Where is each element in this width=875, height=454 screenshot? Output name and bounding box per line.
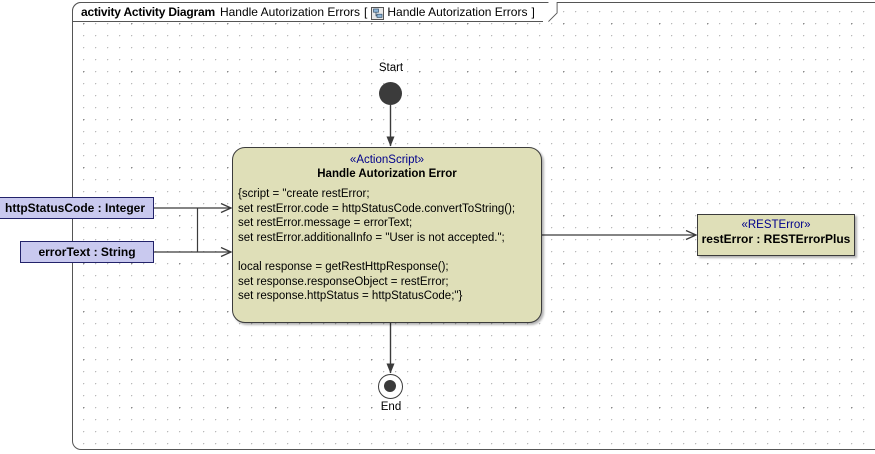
frame-bracket-open: [ xyxy=(364,5,368,19)
initial-node[interactable] xyxy=(379,82,402,105)
action-script-body: {script = "create restError; set restErr… xyxy=(238,188,516,303)
object-title: restError : RESTErrorPlus xyxy=(701,232,851,246)
frame-bracket-close: ] xyxy=(531,5,535,19)
activity-final-node[interactable] xyxy=(378,374,403,399)
action-stereotype: «ActionScript» xyxy=(349,154,425,166)
action-title: Handle Autorization Error xyxy=(317,168,457,180)
frame-kind-label: activity Activity Diagram xyxy=(81,5,215,19)
diagram-type-icon xyxy=(371,6,385,20)
frame-qualified-name: Handle Autorization Errors xyxy=(387,5,528,19)
action-node[interactable]: «ActionScript» Handle Autorization Error… xyxy=(232,147,542,323)
object-node-resterror[interactable]: «RESTError» restError : RESTErrorPlus xyxy=(697,214,855,256)
frame-diagram-name: Handle Autorization Errors xyxy=(219,5,361,19)
object-stereotype: «RESTError» xyxy=(741,219,811,231)
frame-header-corner xyxy=(548,2,558,22)
input-pin-httpstatuscode[interactable]: httpStatusCode : Integer xyxy=(0,197,154,219)
input-pin-errortext[interactable]: errorText : String xyxy=(20,241,154,263)
end-label: End xyxy=(380,401,402,413)
start-label: Start xyxy=(378,62,404,74)
frame-header: activity Activity Diagram Handle Autoriz… xyxy=(72,2,543,22)
